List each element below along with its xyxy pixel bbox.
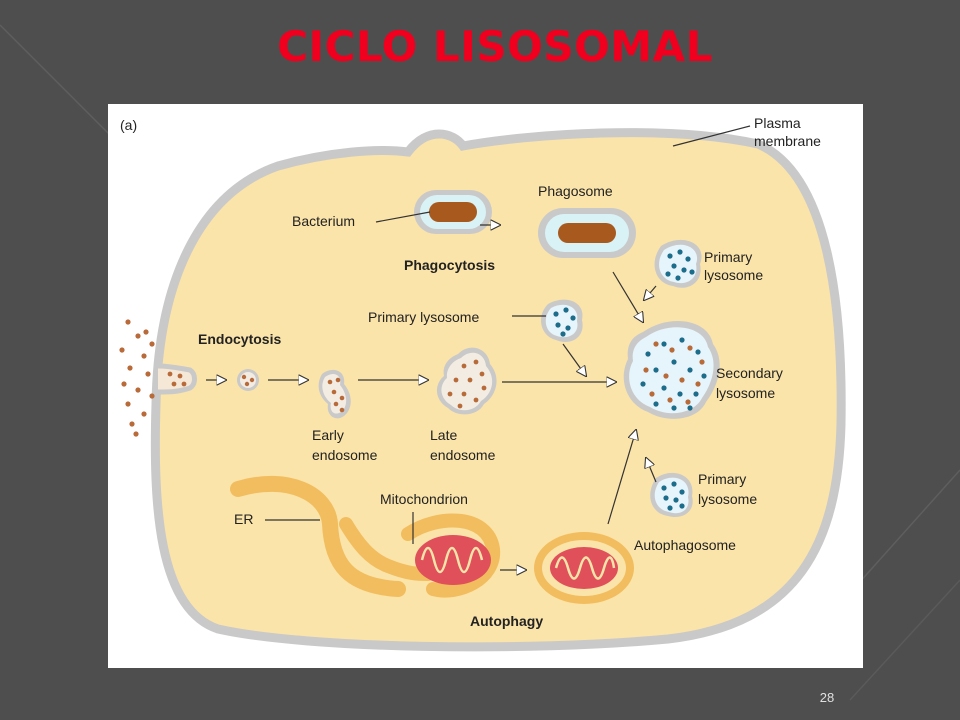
early-endosome bbox=[318, 369, 351, 419]
autophagy-label: Autophagy bbox=[470, 613, 543, 629]
panel-label: (a) bbox=[120, 117, 137, 133]
pathway-arrows bbox=[206, 225, 657, 570]
endoplasmic-reticulum bbox=[230, 475, 501, 598]
early-endosome-label-line2: endosome bbox=[312, 447, 378, 463]
primary-lysosome-bottom-label-line1: Primary bbox=[698, 471, 746, 487]
extracellular-particles bbox=[119, 319, 155, 437]
primary-lysosome-top bbox=[654, 239, 702, 288]
lysosome-diagram: (a) Plasma membrane Phagosome Bacterium … bbox=[108, 104, 863, 668]
autophagosome-label: Autophagosome bbox=[634, 537, 736, 553]
plasma-membrane-label-line2: membrane bbox=[754, 133, 821, 149]
primary-lysosome-bottom-label-line2: lysosome bbox=[698, 491, 757, 507]
secondary-lysosome-label-line1: Secondary bbox=[716, 365, 783, 381]
endocytosis-label: Endocytosis bbox=[198, 331, 281, 347]
label-leader-lines bbox=[265, 125, 751, 544]
endocytic-pit bbox=[157, 363, 197, 395]
early-endosome-label-line1: Early bbox=[312, 427, 344, 443]
plasma-membrane-label-line1: Plasma bbox=[754, 115, 801, 131]
primary-lysosome-bottom bbox=[650, 472, 693, 518]
diagram-canvas: (a) Plasma membrane Phagosome Bacterium … bbox=[119, 115, 846, 652]
slide-title: CICLO LISOSOMAL bbox=[277, 22, 713, 71]
secondary-lysosome-label-line2: lysosome bbox=[716, 385, 775, 401]
slide-page-number: 28 bbox=[819, 690, 835, 705]
bacterium-engulfing-vesicle bbox=[414, 190, 492, 234]
mitochondrion-label: Mitochondrion bbox=[380, 491, 468, 507]
phagosome bbox=[538, 208, 636, 258]
autophagosome bbox=[534, 532, 634, 604]
bacterium-label: Bacterium bbox=[292, 213, 355, 229]
primary-lysosome-middle-label: Primary lysosome bbox=[368, 309, 479, 325]
late-endosome-label-line1: Late bbox=[430, 427, 457, 443]
phagocytosis-label: Phagocytosis bbox=[404, 257, 495, 273]
late-endosome-label-line2: endosome bbox=[430, 447, 496, 463]
primary-lysosome-middle bbox=[541, 299, 583, 342]
primary-lysosome-top-label-line1: Primary bbox=[704, 249, 752, 265]
mitochondrion bbox=[415, 535, 491, 585]
primary-lysosome-top-label-line2: lysosome bbox=[704, 267, 763, 283]
phagosome-label: Phagosome bbox=[538, 183, 613, 199]
endocytic-vesicle bbox=[237, 369, 259, 391]
secondary-lysosome bbox=[623, 320, 720, 419]
er-label: ER bbox=[234, 511, 253, 527]
late-endosome bbox=[436, 347, 497, 415]
